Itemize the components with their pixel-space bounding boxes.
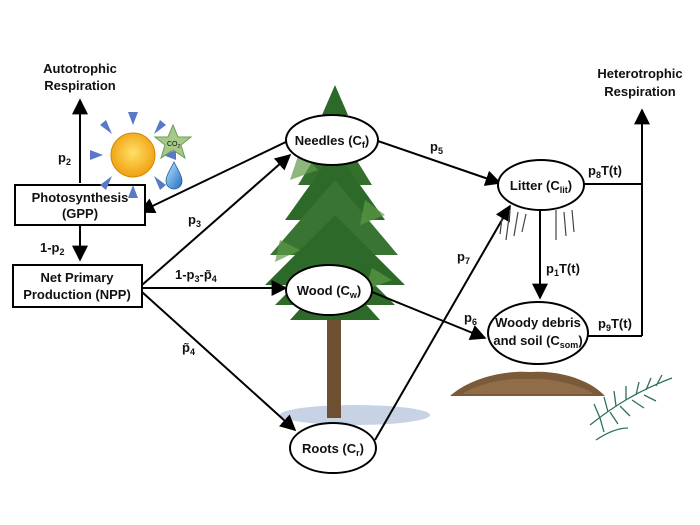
soil-label-line2: and soil (Csom) [493, 333, 582, 350]
svg-text:CO2: CO2 [167, 141, 181, 150]
pine-branch-icon [589, 374, 673, 441]
param-1-minus-p2: 1-p2 [40, 240, 65, 257]
litter-pool: Litter (Clit) [497, 159, 585, 211]
svg-text:Respiration: Respiration [604, 84, 676, 99]
param-p7: p7 [457, 249, 470, 266]
flow-lines [72, 98, 650, 441]
arrow-roots-to-litter [374, 204, 511, 441]
arrow-npp-to-needles [141, 153, 292, 286]
param-p8-T: p8T(t) [588, 163, 622, 180]
autotrophic-respiration-label: Autotrophic Respiration [43, 61, 117, 93]
litter-label: Litter (Clit) [510, 178, 572, 195]
wood-label: Wood (Cw) [297, 283, 362, 300]
svg-text:Respiration: Respiration [44, 78, 116, 93]
wood-pool: Wood (Cw) [285, 264, 373, 316]
svg-text:Heterotrophic: Heterotrophic [597, 66, 682, 81]
param-p1-T: p1T(t) [546, 261, 580, 278]
param-p2: p2 [58, 150, 71, 167]
needles-pool: Needles (Cf) [285, 114, 379, 166]
roots-label: Roots (Cr) [302, 441, 364, 458]
heterotrophic-respiration-label: Heterotrophic Respiration [597, 66, 682, 99]
npp-box: Net Primary Production (NPP) [12, 264, 143, 308]
arrow-npp-to-roots [141, 291, 297, 432]
photosynthesis-label-line2: (GPP) [62, 206, 98, 221]
roots-pool: Roots (Cr) [289, 422, 377, 474]
param-wood-allocation: 1-p3-p̃4 [175, 267, 217, 284]
npp-label-line2: Production (NPP) [23, 287, 131, 302]
param-p5: p5 [430, 139, 443, 156]
svg-text:Autotrophic: Autotrophic [43, 61, 117, 76]
npp-label-line1: Net Primary [41, 270, 115, 285]
param-p3: p3 [188, 212, 201, 229]
soil-pool: Woody debris and soil (Csom) [487, 301, 589, 365]
param-p4-tilde: p̃4 [182, 340, 195, 357]
arrow-needles-to-photosynthesis [138, 139, 291, 213]
falling-needles-icon [499, 209, 575, 241]
sun-icon [90, 112, 176, 198]
needles-label: Needles (Cf) [295, 133, 370, 150]
tree-shadow [280, 405, 430, 425]
soil-label-line1: Woody debris [495, 315, 581, 330]
param-p9-T: p9T(t) [598, 316, 632, 333]
co2-star-icon: CO2 [153, 123, 193, 160]
photosynthesis-label-line1: Photosynthesis [32, 190, 129, 205]
param-p6: p6 [464, 310, 477, 327]
soil-pile-icon [450, 371, 605, 396]
water-drop-icon [165, 161, 183, 190]
tree-highlights [275, 150, 392, 290]
photosynthesis-box: Photosynthesis (GPP) [14, 184, 146, 226]
arrow-needles-to-litter [374, 139, 502, 186]
arrow-wood-to-soil [371, 291, 487, 340]
